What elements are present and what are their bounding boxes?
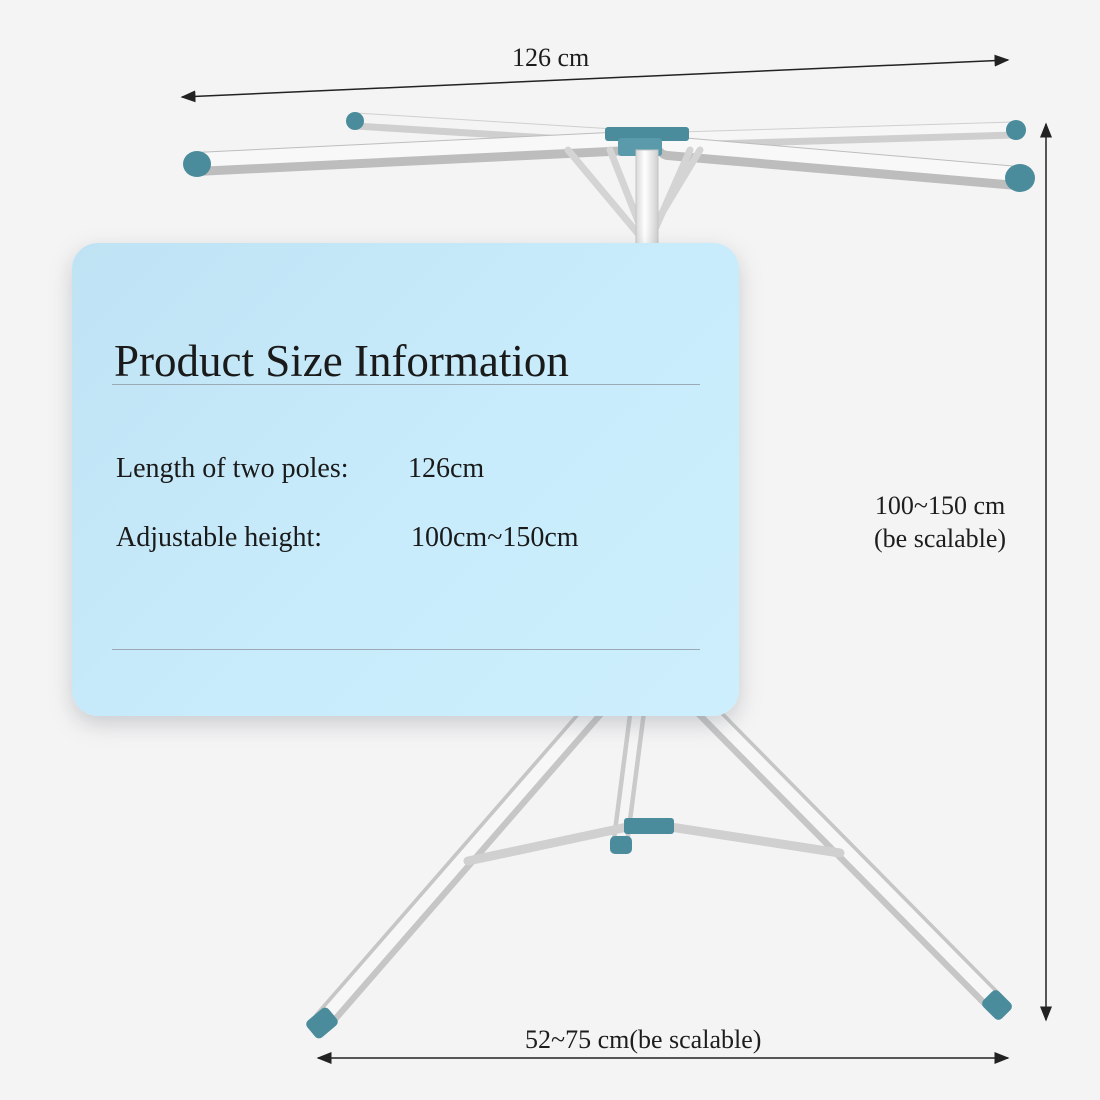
base-dimension-label: 52~75 cm(be scalable) xyxy=(525,1025,762,1054)
spec-label: Length of two poles: xyxy=(116,453,349,484)
width-dimension-label: 126 cm xyxy=(512,43,590,72)
spec-value: 126cm xyxy=(408,453,485,484)
title-divider xyxy=(112,384,700,385)
top-pole-front-left xyxy=(183,131,642,177)
width-dimension-arrow xyxy=(180,54,1010,103)
spec-value: 100cm~150cm xyxy=(411,522,579,553)
top-pole-back-right xyxy=(671,120,1026,149)
tripod-leg-left xyxy=(306,669,631,1039)
height-dimension-note: (be scalable) xyxy=(874,523,1007,553)
top-pole-front-right xyxy=(656,136,1035,192)
height-dimension-value: 100~150 cm xyxy=(874,491,1006,520)
tripod-leg-right xyxy=(665,669,1012,1020)
spec-row-pole-length: Length of two poles: 126cm xyxy=(116,453,484,485)
bottom-divider xyxy=(112,649,700,650)
height-dimension-label: 100~150 cm (be scalable) xyxy=(874,490,1006,555)
spec-row-adjustable-height: Adjustable height: 100cm~150cm xyxy=(116,522,579,554)
product-size-info-card: Product Size Information Length of two p… xyxy=(72,243,739,716)
lower-braces xyxy=(463,818,845,866)
info-card-title: Product Size Information xyxy=(114,336,569,386)
spec-label: Adjustable height: xyxy=(116,522,323,553)
top-support-struts xyxy=(564,146,704,240)
